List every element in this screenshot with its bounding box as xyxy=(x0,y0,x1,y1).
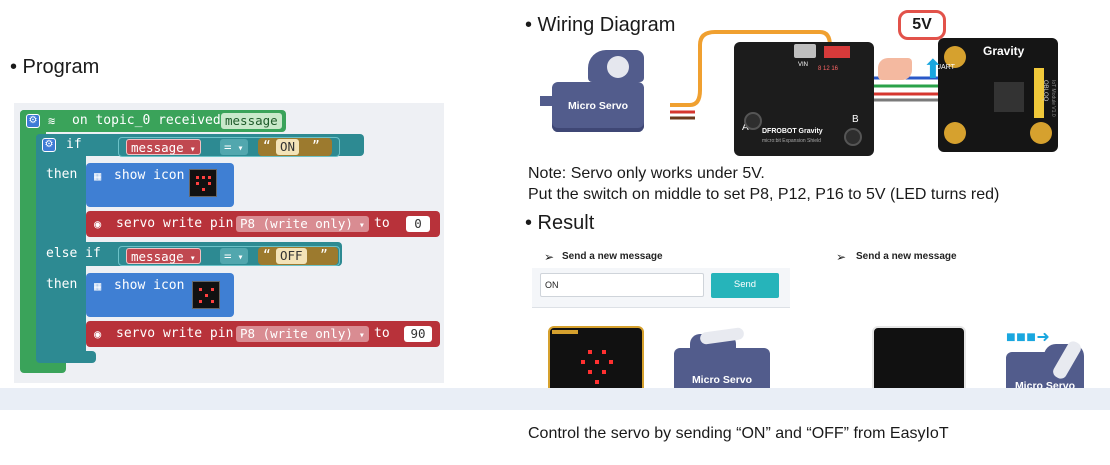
gravity-iot-module: Gravity UART OBLOQ IoT Module V1.0 xyxy=(936,38,1058,152)
heart-icon-picker[interactable] xyxy=(189,169,217,197)
send-button[interactable]: Send xyxy=(711,273,779,298)
angle-input-1[interactable]: 0 xyxy=(406,216,430,232)
show-icon-label-2: show icon xyxy=(114,278,185,293)
wiring-servo: Micro Servo xyxy=(552,82,644,132)
event-param[interactable]: message xyxy=(221,113,282,129)
servo-icon-1: ◉ xyxy=(94,217,102,231)
send-title-2: Send a new message xyxy=(856,251,957,262)
var-message-dropdown-2[interactable]: message xyxy=(126,248,201,264)
result-heading: • Result xyxy=(525,212,595,234)
pin-dropdown-2[interactable]: P8 (write only) xyxy=(236,326,369,342)
operator-dropdown-1[interactable]: = xyxy=(220,139,248,155)
to-label-1: to xyxy=(374,216,390,231)
voltage-bubble: 5V xyxy=(898,10,946,40)
send-icon-1: ➢ xyxy=(544,250,555,264)
up-arrow-icon: ⬆ xyxy=(922,54,944,84)
motion-arrow-icon: ■ ■ ■ ➜ xyxy=(1006,329,1050,346)
send-title-1: Send a new message xyxy=(562,251,663,262)
background-band xyxy=(0,388,1110,410)
then-label-1: then xyxy=(46,167,78,182)
note-line-1: Note: Servo only works under 5V. xyxy=(528,165,765,182)
wiring-heading: • Wiring Diagram xyxy=(525,14,676,36)
send-icon-2: ➢ xyxy=(836,250,847,264)
gear-icon[interactable]: ⚙ xyxy=(26,114,40,128)
operator-dropdown-2[interactable]: = xyxy=(220,248,248,264)
grid-icon-2: ▦ xyxy=(94,279,102,293)
grid-icon-1: ▦ xyxy=(94,169,102,183)
pin-dropdown-1[interactable]: P8 (write only) xyxy=(236,216,369,232)
if-label: if xyxy=(66,137,82,152)
then-label-2: then xyxy=(46,277,78,292)
servo-icon-2: ◉ xyxy=(94,327,102,341)
show-icon-label-1: show icon xyxy=(114,168,185,183)
event-label: on topic_0 received xyxy=(72,113,221,128)
event-block[interactable] xyxy=(20,110,286,132)
servo-tab xyxy=(540,96,554,106)
cross-icon-picker[interactable] xyxy=(192,281,220,309)
if-gear-icon[interactable]: ⚙ xyxy=(42,138,56,152)
servo-label-1: servo write pin xyxy=(116,216,234,231)
servo-label-2: servo write pin xyxy=(116,326,234,341)
servo-shaft xyxy=(607,56,629,78)
string-on[interactable]: ON xyxy=(276,139,300,155)
var-message-dropdown-1[interactable]: message xyxy=(126,139,201,155)
angle-input-2[interactable]: 90 xyxy=(404,326,432,342)
string-off[interactable]: OFF xyxy=(276,248,307,264)
program-heading: • Program xyxy=(10,56,100,78)
blockly-workspace[interactable]: ⚙ ≋ on topic_0 received message ⚙ if the… xyxy=(14,103,444,383)
result-caption: Control the servo by sending “ON” and “O… xyxy=(528,425,949,442)
expansion-shield: A B VIN 8 12 16 DFROBOT Gravity micro:bi… xyxy=(734,42,874,156)
hand-icon xyxy=(878,58,912,80)
message-input[interactable]: ON xyxy=(540,273,704,297)
else-if-label: else if xyxy=(46,246,101,261)
note-line-2: Put the switch on middle to set P8, P12,… xyxy=(528,186,1000,203)
wifi-icon: ≋ xyxy=(48,114,56,128)
to-label-2: to xyxy=(374,326,390,341)
